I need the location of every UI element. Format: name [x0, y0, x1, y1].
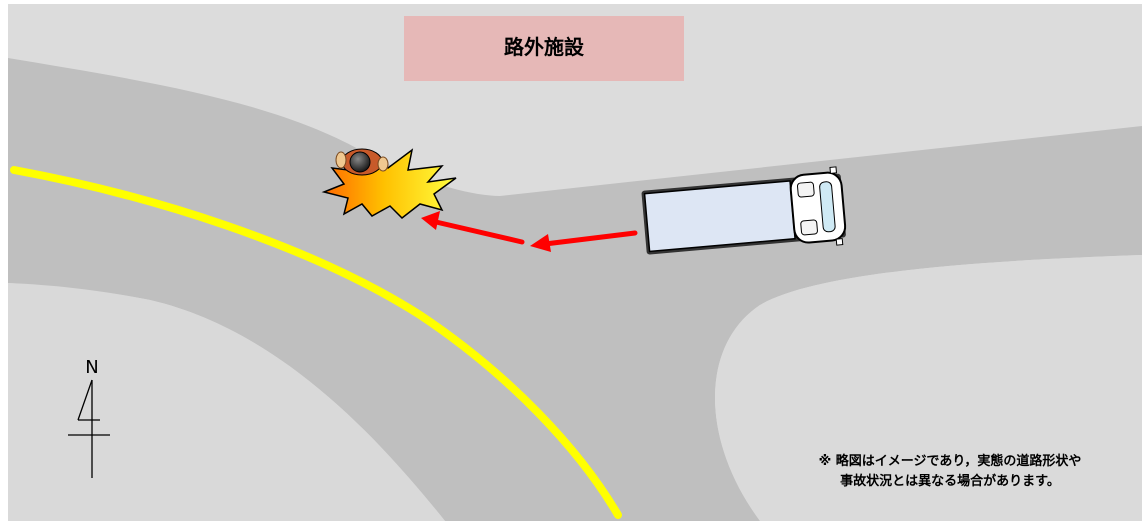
offroad-facility-box: [404, 16, 684, 81]
arrow-1-icon: [530, 230, 638, 252]
disclaimer-line-1: ※ 略図はイメージであり，実態の道路形状や: [818, 454, 1082, 469]
compass-label: N: [85, 357, 98, 378]
disclaimer-line-2: 事故状況とは異なる場合があります。: [840, 474, 1060, 489]
north-arrow-icon: N: [68, 357, 110, 478]
offroad-facility-label: 路外施設: [504, 35, 585, 59]
road-surface: [8, 58, 1142, 521]
yellow-centerline: [10, 166, 622, 519]
collision-burst-icon: [321, 148, 457, 219]
arrow-2-icon: [421, 211, 525, 245]
motorcycle-icon: [335, 148, 389, 176]
helmet-icon: [349, 151, 371, 173]
lower-left-area: [8, 283, 445, 521]
truck-icon: [641, 166, 847, 255]
truck-path-arrows: [421, 211, 638, 252]
lower-right-area: [715, 255, 1142, 521]
disclaimer-note: ※ 略図はイメージであり，実態の道路形状や 事故状況とは異なる場合があります。: [760, 452, 1140, 492]
